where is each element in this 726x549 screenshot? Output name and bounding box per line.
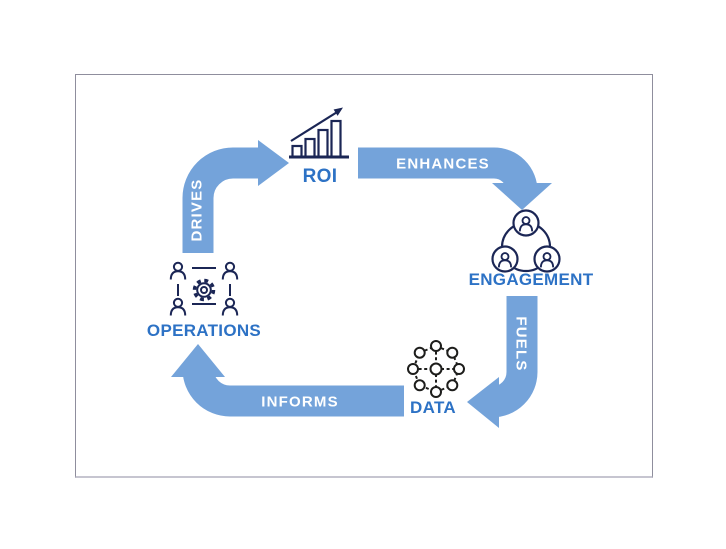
operations-label: OPERATIONS — [146, 321, 262, 340]
team-gear-icon — [169, 261, 239, 317]
network-nodes-icon — [407, 340, 465, 398]
drives-arrow-label: DRIVES — [188, 178, 206, 242]
fuels-arrow-label: FUELS — [512, 316, 530, 372]
roi-label: ROI — [302, 166, 338, 187]
informs-arrow — [171, 344, 404, 417]
engagement-label: ENGAGEMENT — [468, 270, 594, 289]
fuels-arrow — [467, 296, 538, 428]
drives-arrow-shaft — [182, 147, 258, 253]
enhances-arrow — [358, 147, 552, 210]
enhances-arrow-label: ENHANCES — [396, 155, 490, 173]
fuels-arrowhead — [467, 377, 499, 428]
people-circle-icon — [491, 209, 561, 273]
enhances-arrowhead — [492, 183, 552, 210]
informs-arrow-label: INFORMS — [261, 393, 339, 411]
informs-arrowhead — [171, 344, 225, 377]
drives-arrow — [182, 140, 289, 253]
bar-chart-growth-icon — [289, 107, 349, 159]
drives-arrowhead — [258, 140, 289, 186]
data-label: DATA — [410, 398, 456, 417]
